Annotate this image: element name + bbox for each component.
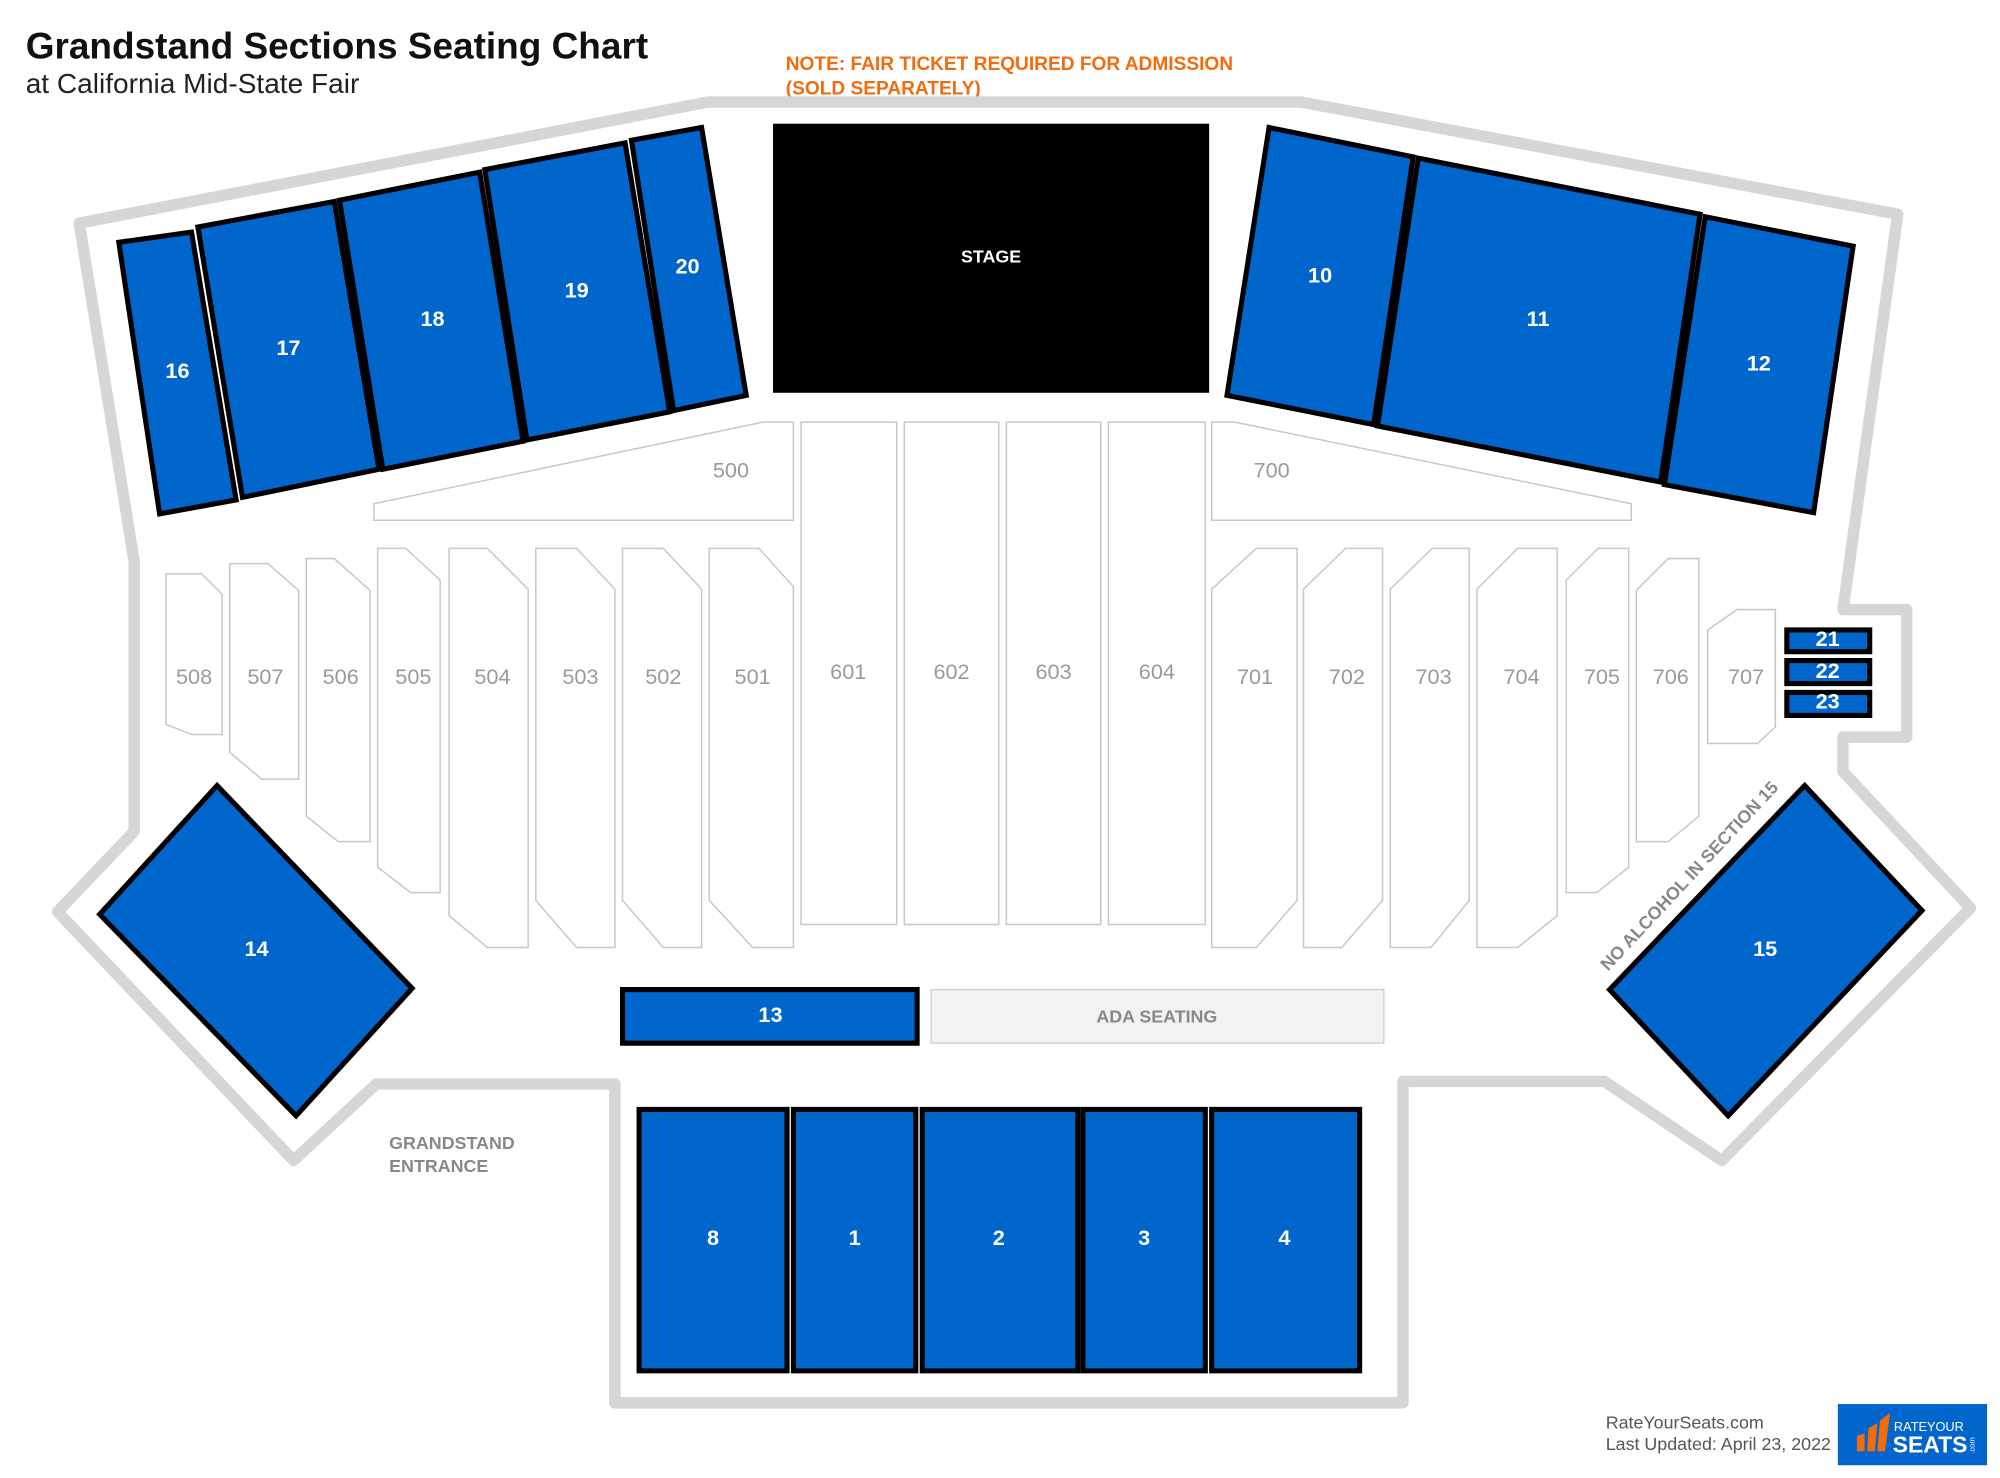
ada-seating-area[interactable] — [930, 988, 1385, 1044]
section-12[interactable] — [1661, 213, 1857, 516]
section-14[interactable] — [96, 781, 416, 1120]
section-508[interactable] — [165, 573, 223, 736]
section-700[interactable] — [1210, 421, 1633, 522]
section-703[interactable] — [1389, 547, 1471, 949]
admission-note-line1: NOTE: FAIR TICKET REQUIRED FOR ADMISSION — [786, 54, 1233, 75]
section-504[interactable] — [448, 547, 529, 949]
section-1[interactable] — [790, 1106, 919, 1374]
logo-bar-icon — [1867, 1423, 1878, 1452]
section-706[interactable] — [1635, 557, 1700, 843]
ada-seating-label: ADA SEATING — [1096, 1007, 1217, 1027]
logo-text-com: .com — [1967, 1437, 1976, 1454]
rateyourseats-logo[interactable]: RATEYOUR SEATS .com — [1837, 1404, 1988, 1466]
section-603[interactable] — [1005, 421, 1102, 926]
section-604[interactable] — [1107, 421, 1207, 926]
section-11[interactable] — [1374, 155, 1703, 486]
section-500[interactable] — [373, 421, 795, 522]
logo-bar-icon — [1877, 1412, 1891, 1452]
logo-text-bottom: SEATS — [1893, 1431, 1968, 1457]
section-705[interactable] — [1565, 547, 1630, 894]
admission-note-line2: (SOLD SEPARATELY) — [786, 78, 981, 99]
page-title: Grandstand Sections Seating Chart — [26, 26, 648, 67]
logo-text-top: RATEYOUR — [1894, 1419, 1964, 1434]
section-16[interactable] — [115, 229, 240, 517]
section-506[interactable] — [305, 557, 371, 843]
section-15[interactable] — [1606, 781, 1926, 1120]
section-23[interactable] — [1784, 689, 1873, 718]
section-501[interactable] — [708, 547, 795, 949]
section-4[interactable] — [1209, 1106, 1363, 1374]
entrance-label-line2: ENTRANCE — [389, 1156, 488, 1176]
section-602[interactable] — [903, 421, 1000, 926]
section-20[interactable] — [628, 124, 750, 414]
section-8[interactable] — [636, 1106, 790, 1374]
entrance-label-line1: GRANDSTAND — [389, 1133, 515, 1153]
section-503[interactable] — [535, 547, 616, 949]
section-704[interactable] — [1476, 547, 1559, 949]
section-21[interactable] — [1784, 627, 1873, 655]
section-19[interactable] — [481, 139, 673, 443]
footer-updated: Last Updated: April 23, 2022 — [1606, 1434, 1831, 1454]
section-22[interactable] — [1784, 658, 1873, 687]
section-707[interactable] — [1706, 608, 1777, 745]
section-601[interactable] — [800, 421, 898, 926]
section-505[interactable] — [376, 547, 441, 894]
page-subtitle: at California Mid-State Fair — [26, 68, 360, 99]
section-2[interactable] — [919, 1106, 1081, 1374]
venue-outline — [51, 96, 1977, 1409]
logo-bar-icon — [1856, 1433, 1865, 1452]
footer-site: RateYourSeats.com — [1606, 1412, 1764, 1432]
section-502[interactable] — [621, 547, 703, 949]
section-13[interactable] — [619, 987, 920, 1046]
section-3[interactable] — [1080, 1106, 1208, 1374]
section-702[interactable] — [1302, 547, 1384, 949]
stage — [773, 123, 1210, 393]
section-18[interactable] — [336, 169, 526, 473]
section-507[interactable] — [228, 562, 300, 780]
section-701[interactable] — [1210, 547, 1298, 949]
section-17[interactable] — [194, 198, 382, 501]
section-10[interactable] — [1224, 124, 1417, 428]
stage-label: STAGE — [961, 247, 1021, 267]
